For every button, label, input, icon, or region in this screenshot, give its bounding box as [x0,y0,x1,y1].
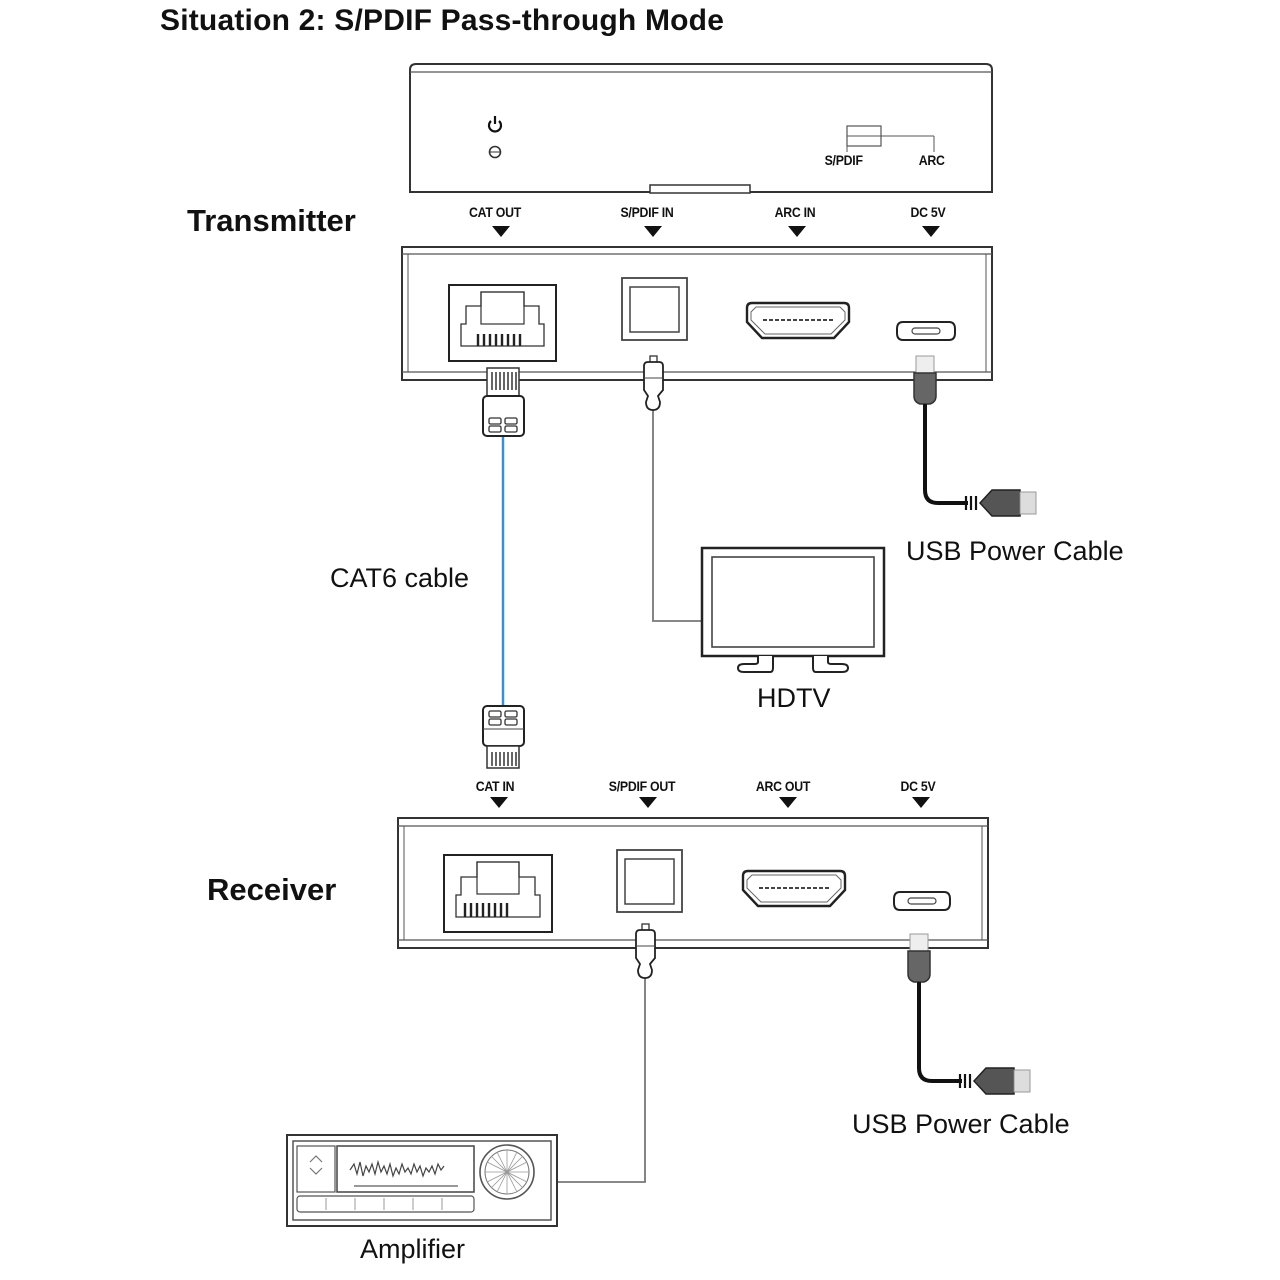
cat6-cable-label: CAT6 cable [330,563,470,593]
rx-optical-plug [635,923,656,979]
rx-port-label-cat-in: CAT IN [475,778,515,794]
tx-micro-usb-port[interactable] [896,321,956,341]
tx-port-label-cat-out: CAT OUT [468,204,521,220]
receiver-label: Receiver [207,872,337,907]
tx-optical-port[interactable] [621,277,688,341]
hdtv-icon [700,546,886,673]
mode-switch[interactable] [846,125,935,152]
tx-port-label-dc5v: DC 5V [910,204,946,220]
rx-rj45-plug [482,705,525,769]
tx-port-label-arc-in: ARC IN [774,204,816,220]
tx-rj45-port[interactable] [448,284,557,362]
transmitter-front-panel [409,63,993,194]
rx-hdmi-port[interactable] [741,869,847,908]
rx-usb-cable-label: USB Power Cable [852,1109,1070,1139]
rx-micro-usb-port[interactable] [893,891,951,911]
rx-port-label-spdif-out: S/PDIF OUT [608,778,676,794]
switch-arc-label: ARC [918,152,945,168]
rx-port-label-arc-out: ARC OUT [755,778,811,794]
amplifier-icon [286,1134,558,1227]
hdtv-label: HDTV [757,683,831,713]
tx-hdmi-port[interactable] [745,301,851,340]
amplifier-label: Amplifier [360,1234,466,1264]
rx-rj45-port[interactable] [443,854,553,933]
transmitter-label: Transmitter [187,203,356,238]
rx-usb-power-cable [907,933,1031,1095]
power-icon [487,116,503,133]
rx-port-label-dc5v: DC 5V [900,778,936,794]
tx-optical-cable [643,355,703,622]
switch-spdif-label: S/PDIF [824,152,863,168]
tx-optical-plug [643,355,664,411]
tx-rj45-plug [482,367,525,437]
led-indicator-icon [488,145,502,159]
tx-usb-cable-label: USB Power Cable [906,536,1124,566]
page-title: Situation 2: S/PDIF Pass-through Mode [160,4,725,37]
tx-port-label-spdif-in: S/PDIF IN [620,204,674,220]
rx-optical-cable [558,923,656,1183]
tx-usb-power-cable [913,355,1037,517]
rx-optical-port[interactable] [616,849,683,913]
